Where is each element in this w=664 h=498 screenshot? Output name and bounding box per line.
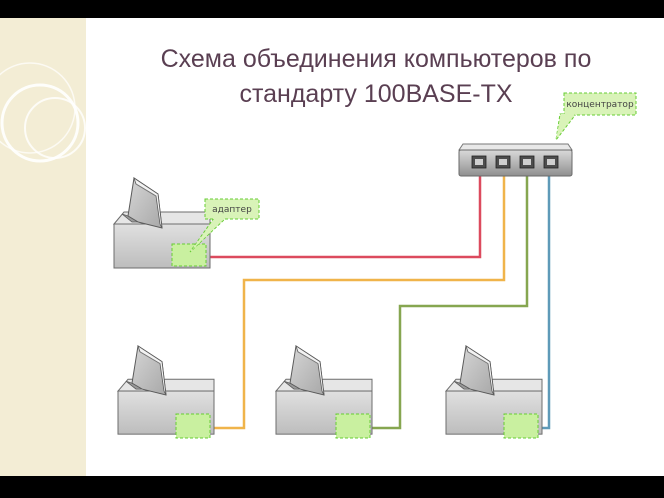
network-adapter xyxy=(503,413,539,439)
hub-icon xyxy=(458,143,573,177)
network-diagram: концентратор адаптер xyxy=(113,92,637,439)
computer-4 xyxy=(445,345,543,439)
hub-callout: концентратор xyxy=(555,92,637,141)
computer-2 xyxy=(117,345,215,439)
title-line-2: стандарту 100BASE-TX xyxy=(239,80,513,108)
page-title: Схема объединения компьютеров по стандар… xyxy=(96,42,656,112)
hub-label: концентратор xyxy=(566,100,634,110)
adapter-label: адаптер xyxy=(212,205,252,215)
network-adapter xyxy=(175,413,211,439)
decorative-circles-icon xyxy=(0,62,86,163)
cable-orange xyxy=(210,168,506,430)
cable-green xyxy=(370,168,529,430)
network-adapter xyxy=(171,243,207,267)
adapter-callout: адаптер xyxy=(189,198,260,253)
slide: Схема объединения компьютеров по стандар… xyxy=(0,18,664,476)
network-adapter xyxy=(335,413,371,439)
title-line-1: Схема объединения компьютеров по xyxy=(160,45,592,73)
computer-1 xyxy=(113,177,211,269)
decorative-left-band xyxy=(0,18,86,476)
computer-3 xyxy=(275,345,373,439)
cable-red xyxy=(206,168,482,259)
